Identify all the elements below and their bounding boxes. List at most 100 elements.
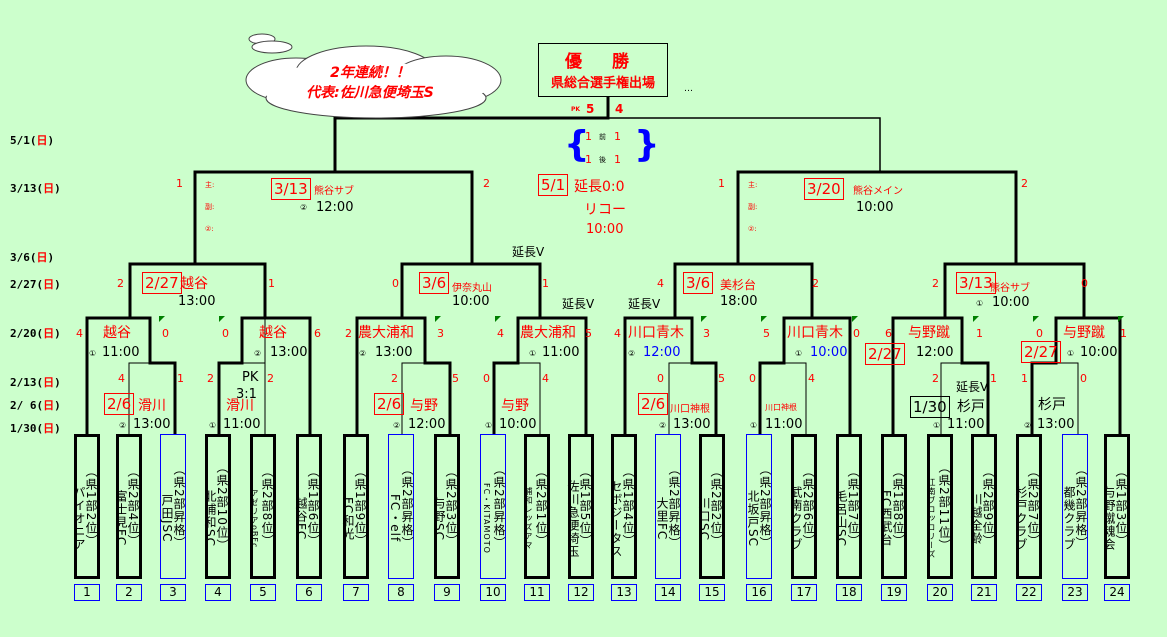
r16-8-score-left: 0 bbox=[1036, 327, 1043, 340]
flag-icon bbox=[852, 316, 858, 322]
flag-icon bbox=[973, 316, 979, 322]
r1-2-pk-score: 3:1 bbox=[236, 387, 257, 402]
r1-4-score-right: 4 bbox=[542, 372, 549, 385]
semi2-score-left: 1 bbox=[718, 177, 725, 190]
r1-4-score-left: 0 bbox=[483, 372, 490, 385]
r1-8-time: 13:00 bbox=[1037, 417, 1075, 432]
team-box: （県2部6位）武南クラブ bbox=[789, 434, 817, 579]
semi1-time: 12:00 bbox=[316, 200, 354, 215]
team-division: （県2部2位） bbox=[709, 465, 723, 548]
qf1-time: 13:00 bbox=[178, 294, 216, 309]
qf4-date: 3/13 bbox=[956, 272, 996, 294]
team-name: パイオニア bbox=[72, 486, 86, 551]
r1-5-court: ② bbox=[659, 421, 667, 430]
r1-4-winner: 与野 bbox=[501, 398, 529, 414]
r16-3-winner: 農大浦和 bbox=[358, 325, 414, 341]
r16-7-score-left: 6 bbox=[885, 327, 892, 340]
team-box: （県2部昇格）FC・KITAMOTO bbox=[480, 434, 506, 579]
r16-7-date: 2/27 bbox=[865, 343, 905, 365]
team-name: 川口SC bbox=[697, 496, 711, 541]
r1-6-winner: 川口神根 bbox=[765, 403, 797, 412]
team-number: 24 bbox=[1104, 584, 1130, 601]
r16-5-winner: 川口青木 bbox=[628, 325, 684, 341]
team-name: 毛呂山SC bbox=[834, 490, 848, 547]
team-division: （県1部9位） bbox=[353, 465, 367, 548]
r1-2-court: ① bbox=[209, 421, 217, 430]
r1-8-score-left: 1 bbox=[1021, 372, 1028, 385]
team-number: 21 bbox=[971, 584, 997, 601]
r1-7-score-right: 1 bbox=[990, 372, 997, 385]
r16-2-winner: 越谷 bbox=[259, 325, 287, 341]
r16-8-court: ① bbox=[1067, 349, 1075, 358]
team-number: 6 bbox=[296, 584, 322, 601]
flag-icon bbox=[761, 316, 767, 322]
team-number: 14 bbox=[655, 584, 681, 601]
team-number: 12 bbox=[568, 584, 594, 601]
qf1-date: 2/27 bbox=[142, 272, 182, 294]
team-box: （県2部8位）アゼリアoBFc bbox=[250, 434, 276, 579]
second-half-right: 1 bbox=[614, 153, 621, 166]
team-box: （県2部3位）与野SC bbox=[432, 434, 460, 579]
final-venue: リコー bbox=[584, 202, 626, 218]
r1-1-court: ② bbox=[119, 421, 127, 430]
qf3-note: 延長V bbox=[628, 297, 661, 311]
second-half-label: 後 bbox=[599, 156, 606, 164]
team-box: （県1部8位）FC西武台 bbox=[879, 434, 907, 579]
team-number: 4 bbox=[205, 584, 231, 601]
semi1-date: 3/13 bbox=[271, 178, 311, 200]
r1-5-score-right: 5 bbox=[718, 372, 725, 385]
r1-1-date: 2/6 bbox=[104, 393, 135, 415]
r16-1-winner: 越谷 bbox=[103, 325, 131, 341]
date-semi: 3/13(日) bbox=[10, 182, 61, 195]
semi2-label-main: 主: bbox=[748, 181, 758, 189]
r16-6-score-left: 5 bbox=[763, 327, 770, 340]
qf1-score-right: 1 bbox=[268, 277, 275, 290]
qf2-score-left: 0 bbox=[392, 277, 399, 290]
flag-icon bbox=[495, 316, 501, 322]
team-name: 与野蹴魂会 bbox=[1102, 486, 1116, 551]
team-box: （県2部4位）富士見FC bbox=[114, 434, 142, 579]
flag-icon bbox=[1033, 316, 1039, 322]
r16-8-winner: 与野蹴 bbox=[1063, 325, 1105, 341]
semi2-time: 10:00 bbox=[856, 200, 894, 215]
r1-6-time: 11:00 bbox=[765, 417, 803, 432]
r1-8-score-right: 0 bbox=[1080, 372, 1087, 385]
team-box: （県2部1位）浦和レッズアマ bbox=[524, 434, 550, 579]
team-number: 22 bbox=[1016, 584, 1042, 601]
team-box: （県2部昇格）戸田JSC bbox=[160, 434, 186, 579]
r1-8-court: ② bbox=[1024, 421, 1032, 430]
r1-2-time: 11:00 bbox=[223, 417, 261, 432]
r1-6-court: ① bbox=[750, 421, 758, 430]
team-box: （県1部5位）佐川急便埼玉 bbox=[566, 434, 594, 579]
semi1-score-right: 2 bbox=[483, 177, 490, 190]
semi1-venue: 熊谷サブ bbox=[314, 186, 354, 197]
qf2-date: 3/6 bbox=[419, 272, 450, 294]
first-half-right: 1 bbox=[614, 130, 621, 143]
final-score-left: 5 bbox=[586, 102, 595, 116]
team-number: 18 bbox=[836, 584, 862, 601]
team-box: （県2部7位）杉戸クラブ bbox=[1014, 434, 1042, 579]
team-number: 2 bbox=[116, 584, 142, 601]
team-box: （県2部昇格）大里FC bbox=[655, 434, 681, 579]
r1-5-score-left: 0 bbox=[657, 372, 664, 385]
r1-4-time: 10:00 bbox=[499, 417, 537, 432]
r1-7-score-left: 2 bbox=[932, 372, 939, 385]
team-division: （県2部11位） bbox=[937, 461, 951, 552]
team-division: （県1部6位） bbox=[306, 465, 320, 548]
qf2-time: 10:00 bbox=[452, 294, 490, 309]
team-name: 武南クラブ bbox=[789, 486, 803, 551]
team-number: 9 bbox=[434, 584, 460, 601]
team-box: （県2部10位）北浦和SC bbox=[203, 434, 231, 579]
team-division: （県2部4位） bbox=[126, 465, 140, 548]
champion-box: 優 勝 県総合選手権出場 bbox=[538, 43, 668, 97]
r1-6-score-left: 0 bbox=[749, 372, 756, 385]
team-name: 川越全齢 bbox=[969, 492, 983, 545]
r1-3-time: 12:00 bbox=[408, 417, 446, 432]
r1-5-winner: 川口神根 bbox=[670, 404, 710, 415]
flag-icon bbox=[435, 316, 441, 322]
semi-extra-time-note: 延長V bbox=[512, 245, 545, 259]
r16-7-winner: 与野蹴 bbox=[908, 325, 950, 341]
date-2-6: 2/ 6(日) bbox=[10, 399, 61, 412]
team-name: セボジータス bbox=[609, 479, 623, 558]
